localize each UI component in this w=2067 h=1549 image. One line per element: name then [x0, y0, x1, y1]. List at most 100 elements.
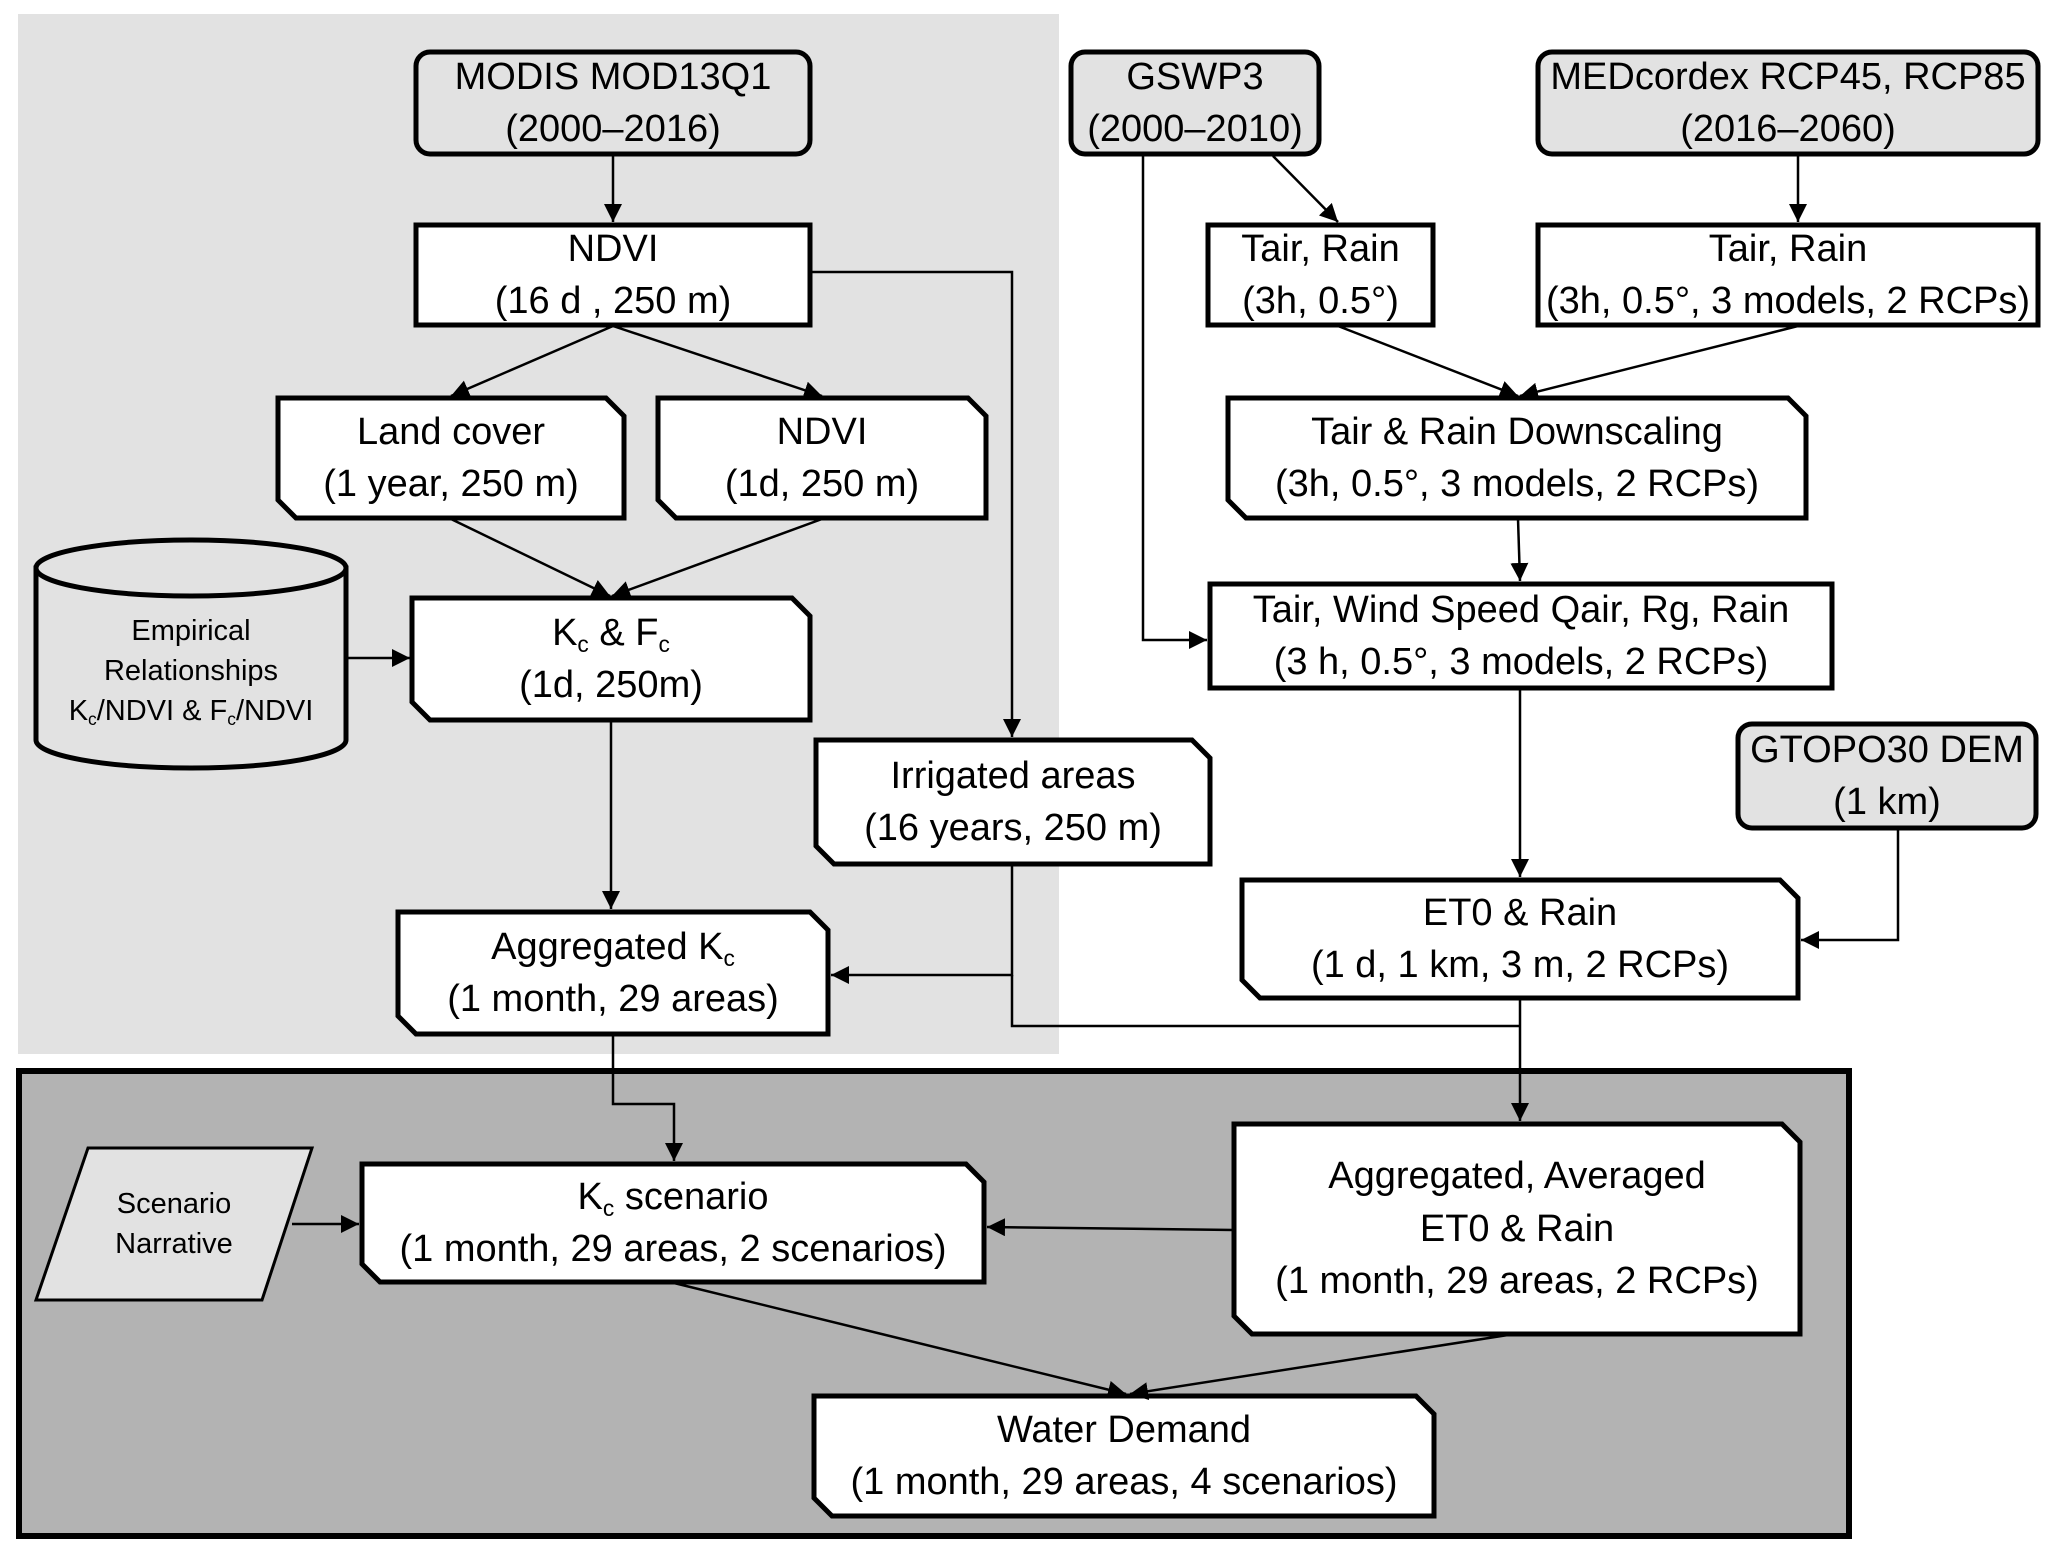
arrow-gtopo-to-et0	[1801, 830, 1900, 949]
kc-fc-title: Kc & Fc	[552, 607, 670, 659]
scenario-narrative-shape	[33, 1146, 315, 1302]
arrow-landcover-to-kcfc	[450, 517, 611, 598]
irrigated-title: Irrigated areas	[890, 754, 1136, 797]
arrow-ndvi-to-ndvi1d	[612, 324, 823, 399]
arrow-ndvi-to-irrigated	[810, 270, 1021, 737]
modis-node: MODIS MOD13Q1 (2000–2016)	[416, 52, 810, 154]
remote-sensing-panel	[18, 14, 1059, 1054]
et0-rain-shape	[1239, 877, 1801, 1001]
tair-rain-gswp-title: Tair, Rain	[1241, 227, 1400, 270]
agg-avg-et0-shape	[1231, 1121, 1803, 1337]
ndvi-1d-node: NDVI (1d, 250 m)	[658, 398, 986, 518]
medcordex-node: MEDcordex RCP45, RCP85 (2016–2060)	[1538, 52, 2038, 154]
kc-fc-resolution: (1d, 250m)	[519, 664, 703, 706]
kc-scenario-title: Kc scenario	[578, 1171, 769, 1223]
kc-fc-f-symbol: & F	[588, 611, 659, 654]
tair-wind-node: Tair, Wind Speed Qair, Rg, Rain (3 h, 0.…	[1210, 584, 1832, 688]
irrigated-shape	[813, 737, 1213, 867]
arrow-gswp3-to-tairwind	[1141, 156, 1207, 649]
downscaling-node: Tair & Rain Downscaling (3h, 0.5°, 3 mod…	[1228, 398, 1806, 518]
empirical-ndvi-suffix: /NDVI	[235, 695, 314, 727]
medcordex-period: (2016–2060)	[1680, 108, 1896, 150]
arrow-ndvi-to-landcover	[450, 324, 614, 398]
downscaling-resolution: (3h, 0.5°, 3 models, 2 RCPs)	[1274, 463, 1760, 505]
gtopo-node: GTOPO30 DEM (1 km)	[1738, 724, 2036, 828]
gtopo-resolution: (1 km)	[1833, 781, 1941, 823]
tair-rain-med-title: Tair, Rain	[1708, 227, 1868, 270]
kc-scenario-resolution: (1 month, 29 areas, 2 scenarios)	[399, 1228, 947, 1270]
arrow-ndvi1d-to-kcfc	[611, 517, 823, 599]
ndvi-16d-title: NDVI	[567, 227, 659, 270]
arrow-tairgswp-to-downscaling	[1337, 324, 1519, 398]
kc-scenario-shape	[359, 1161, 987, 1285]
tair-wind-resolution: (3 h, 0.5°, 3 models, 2 RCPs)	[1273, 641, 1769, 683]
modis-source-shape	[413, 49, 813, 157]
empirical-line-3: Kc/NDVI & Fc/NDVI	[69, 691, 314, 731]
empirical-database-shape	[33, 537, 349, 771]
tair-rain-gswp-shape	[1205, 222, 1436, 328]
empirical-line-1: Empirical	[131, 614, 251, 647]
water-demand-title: Water Demand	[996, 1408, 1252, 1451]
scenario-narrative-node: Scenario Narrative	[62, 1148, 286, 1300]
tair-rain-gswp-node: Tair, Rain (3h, 0.5°)	[1208, 225, 1433, 325]
empirical-fc-subscript: c	[227, 709, 236, 730]
agg-avg-et0-line-1: Aggregated, Averaged	[1328, 1155, 1706, 1198]
empirical-node: Empirical Relationships Kc/NDVI & Fc/NDV…	[36, 596, 346, 746]
modis-period: (2000–2016)	[505, 108, 721, 150]
empirical-fc-symbol: /NDVI & F	[96, 695, 228, 727]
line-irrigated-to-et0-merge	[1010, 975, 1520, 1028]
ndvi-16d-node: NDVI (16 d , 250 m)	[416, 225, 810, 325]
land-cover-resolution: (1 year, 250 m)	[323, 463, 579, 505]
arrow-downscaling-to-tairwind	[1510, 518, 1529, 582]
aggregated-kc-shape	[395, 909, 831, 1037]
arrow-kcscenario-to-demand	[673, 1281, 1127, 1399]
tair-rain-gswp-resolution: (3h, 0.5°)	[1242, 280, 1399, 322]
aggregated-kc-node: Aggregated Kc (1 month, 29 areas)	[398, 912, 828, 1034]
arrow-aggavg-to-demand	[1129, 1333, 1509, 1401]
agg-avg-et0-line-3: (1 month, 29 areas, 2 RCPs)	[1275, 1260, 1759, 1303]
modis-title: MODIS MOD13Q1	[454, 55, 772, 98]
arrow-irrigated-to-aggkc	[831, 866, 1014, 984]
agg-avg-et0-line-2: ET0 & Rain	[1419, 1207, 1615, 1250]
downscaling-title: Tair & Rain Downscaling	[1311, 410, 1723, 453]
arrow-aggavg-to-kcscenario	[986, 1218, 1235, 1237]
water-demand-resolution: (1 month, 29 areas, 4 scenarios)	[850, 1461, 1398, 1503]
aggregated-kc-resolution: (1 month, 29 areas)	[447, 978, 779, 1020]
medcordex-source-shape	[1535, 49, 2041, 157]
gswp3-period: (2000–2010)	[1087, 108, 1303, 150]
kc-fc-k-symbol: K	[552, 611, 578, 654]
ndvi-16d-resolution: (16 d , 250 m)	[494, 280, 732, 322]
irrigated-node: Irrigated areas (16 years, 250 m)	[816, 740, 1210, 864]
land-cover-node: Land cover (1 year, 250 m)	[278, 398, 624, 518]
et0-rain-node: ET0 & Rain (1 d, 1 km, 3 m, 2 RCPs)	[1242, 880, 1798, 998]
tair-wind-title: Tair, Wind Speed Qair, Rg, Rain	[1252, 588, 1790, 631]
agg-avg-et0-node: Aggregated, Averaged ET0 & Rain (1 month…	[1234, 1124, 1800, 1334]
kc-fc-k-subscript: c	[577, 630, 589, 657]
gswp3-title: GSWP3	[1126, 55, 1264, 98]
land-cover-shape	[275, 395, 627, 521]
kc-fc-node: Kc & Fc (1d, 250m)	[412, 598, 810, 720]
downscaling-shape	[1225, 395, 1809, 521]
empirical-kc-subscript: c	[88, 709, 97, 730]
ndvi-16d-shape	[413, 222, 813, 328]
ndvi-1d-shape	[655, 395, 989, 521]
et0-rain-resolution: (1 d, 1 km, 3 m, 2 RCPs)	[1310, 944, 1730, 986]
gtopo-source-shape	[1735, 721, 2039, 831]
empirical-kc-symbol: K	[68, 695, 89, 727]
kc-scenario-label: scenario	[614, 1175, 769, 1218]
kc-scenario-node: Kc scenario (1 month, 29 areas, 2 scenar…	[362, 1164, 984, 1282]
medcordex-title: MEDcordex RCP45, RCP85	[1550, 55, 2026, 98]
tair-wind-shape	[1207, 581, 1835, 691]
gtopo-title: GTOPO30 DEM	[1750, 728, 2024, 771]
arrow-gswp3-to-tair	[1272, 155, 1339, 223]
arrow-tairmed-to-downscaling	[1519, 324, 1799, 401]
scenario-narrative-line-1: Scenario	[116, 1187, 232, 1220]
arrow-aggkc-to-kcscenario	[611, 1036, 683, 1161]
kc-scenario-k-symbol: K	[577, 1175, 603, 1218]
kc-scenario-subscript: c	[602, 1194, 615, 1221]
kc-fc-f-subscript: c	[658, 630, 670, 657]
land-cover-title: Land cover	[356, 410, 545, 453]
ndvi-1d-title: NDVI	[776, 410, 868, 453]
